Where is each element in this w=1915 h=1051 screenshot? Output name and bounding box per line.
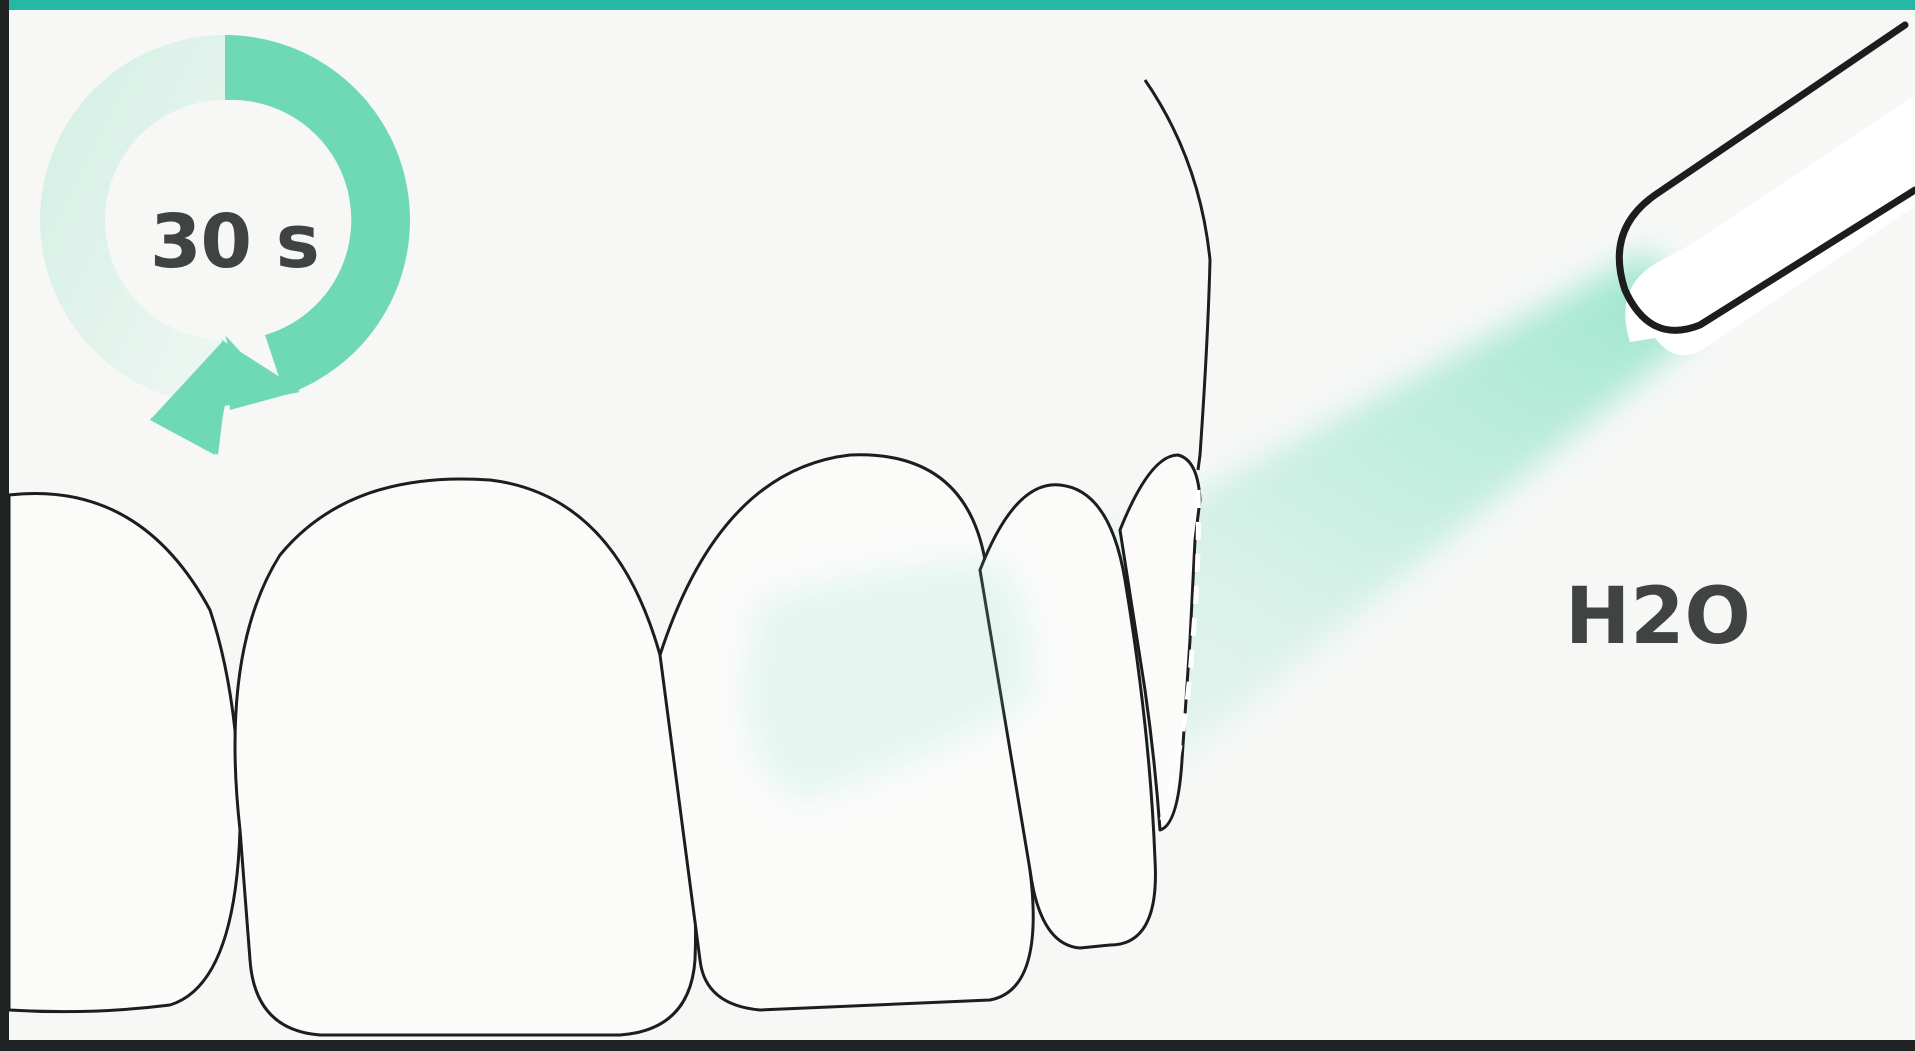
top-frame-band <box>0 0 1915 10</box>
syringe-tip <box>1619 25 1915 355</box>
upper-teeth <box>9 455 1200 1035</box>
gum-contour <box>1145 80 1210 470</box>
substance-label: H2O <box>1565 578 1751 656</box>
bottom-frame-edge <box>0 1040 1915 1051</box>
left-frame-edge <box>0 0 9 1051</box>
tooth-left-partial <box>9 493 240 1011</box>
tooth-central-incisor <box>235 479 696 1035</box>
timer-label: 30 s <box>150 205 319 279</box>
